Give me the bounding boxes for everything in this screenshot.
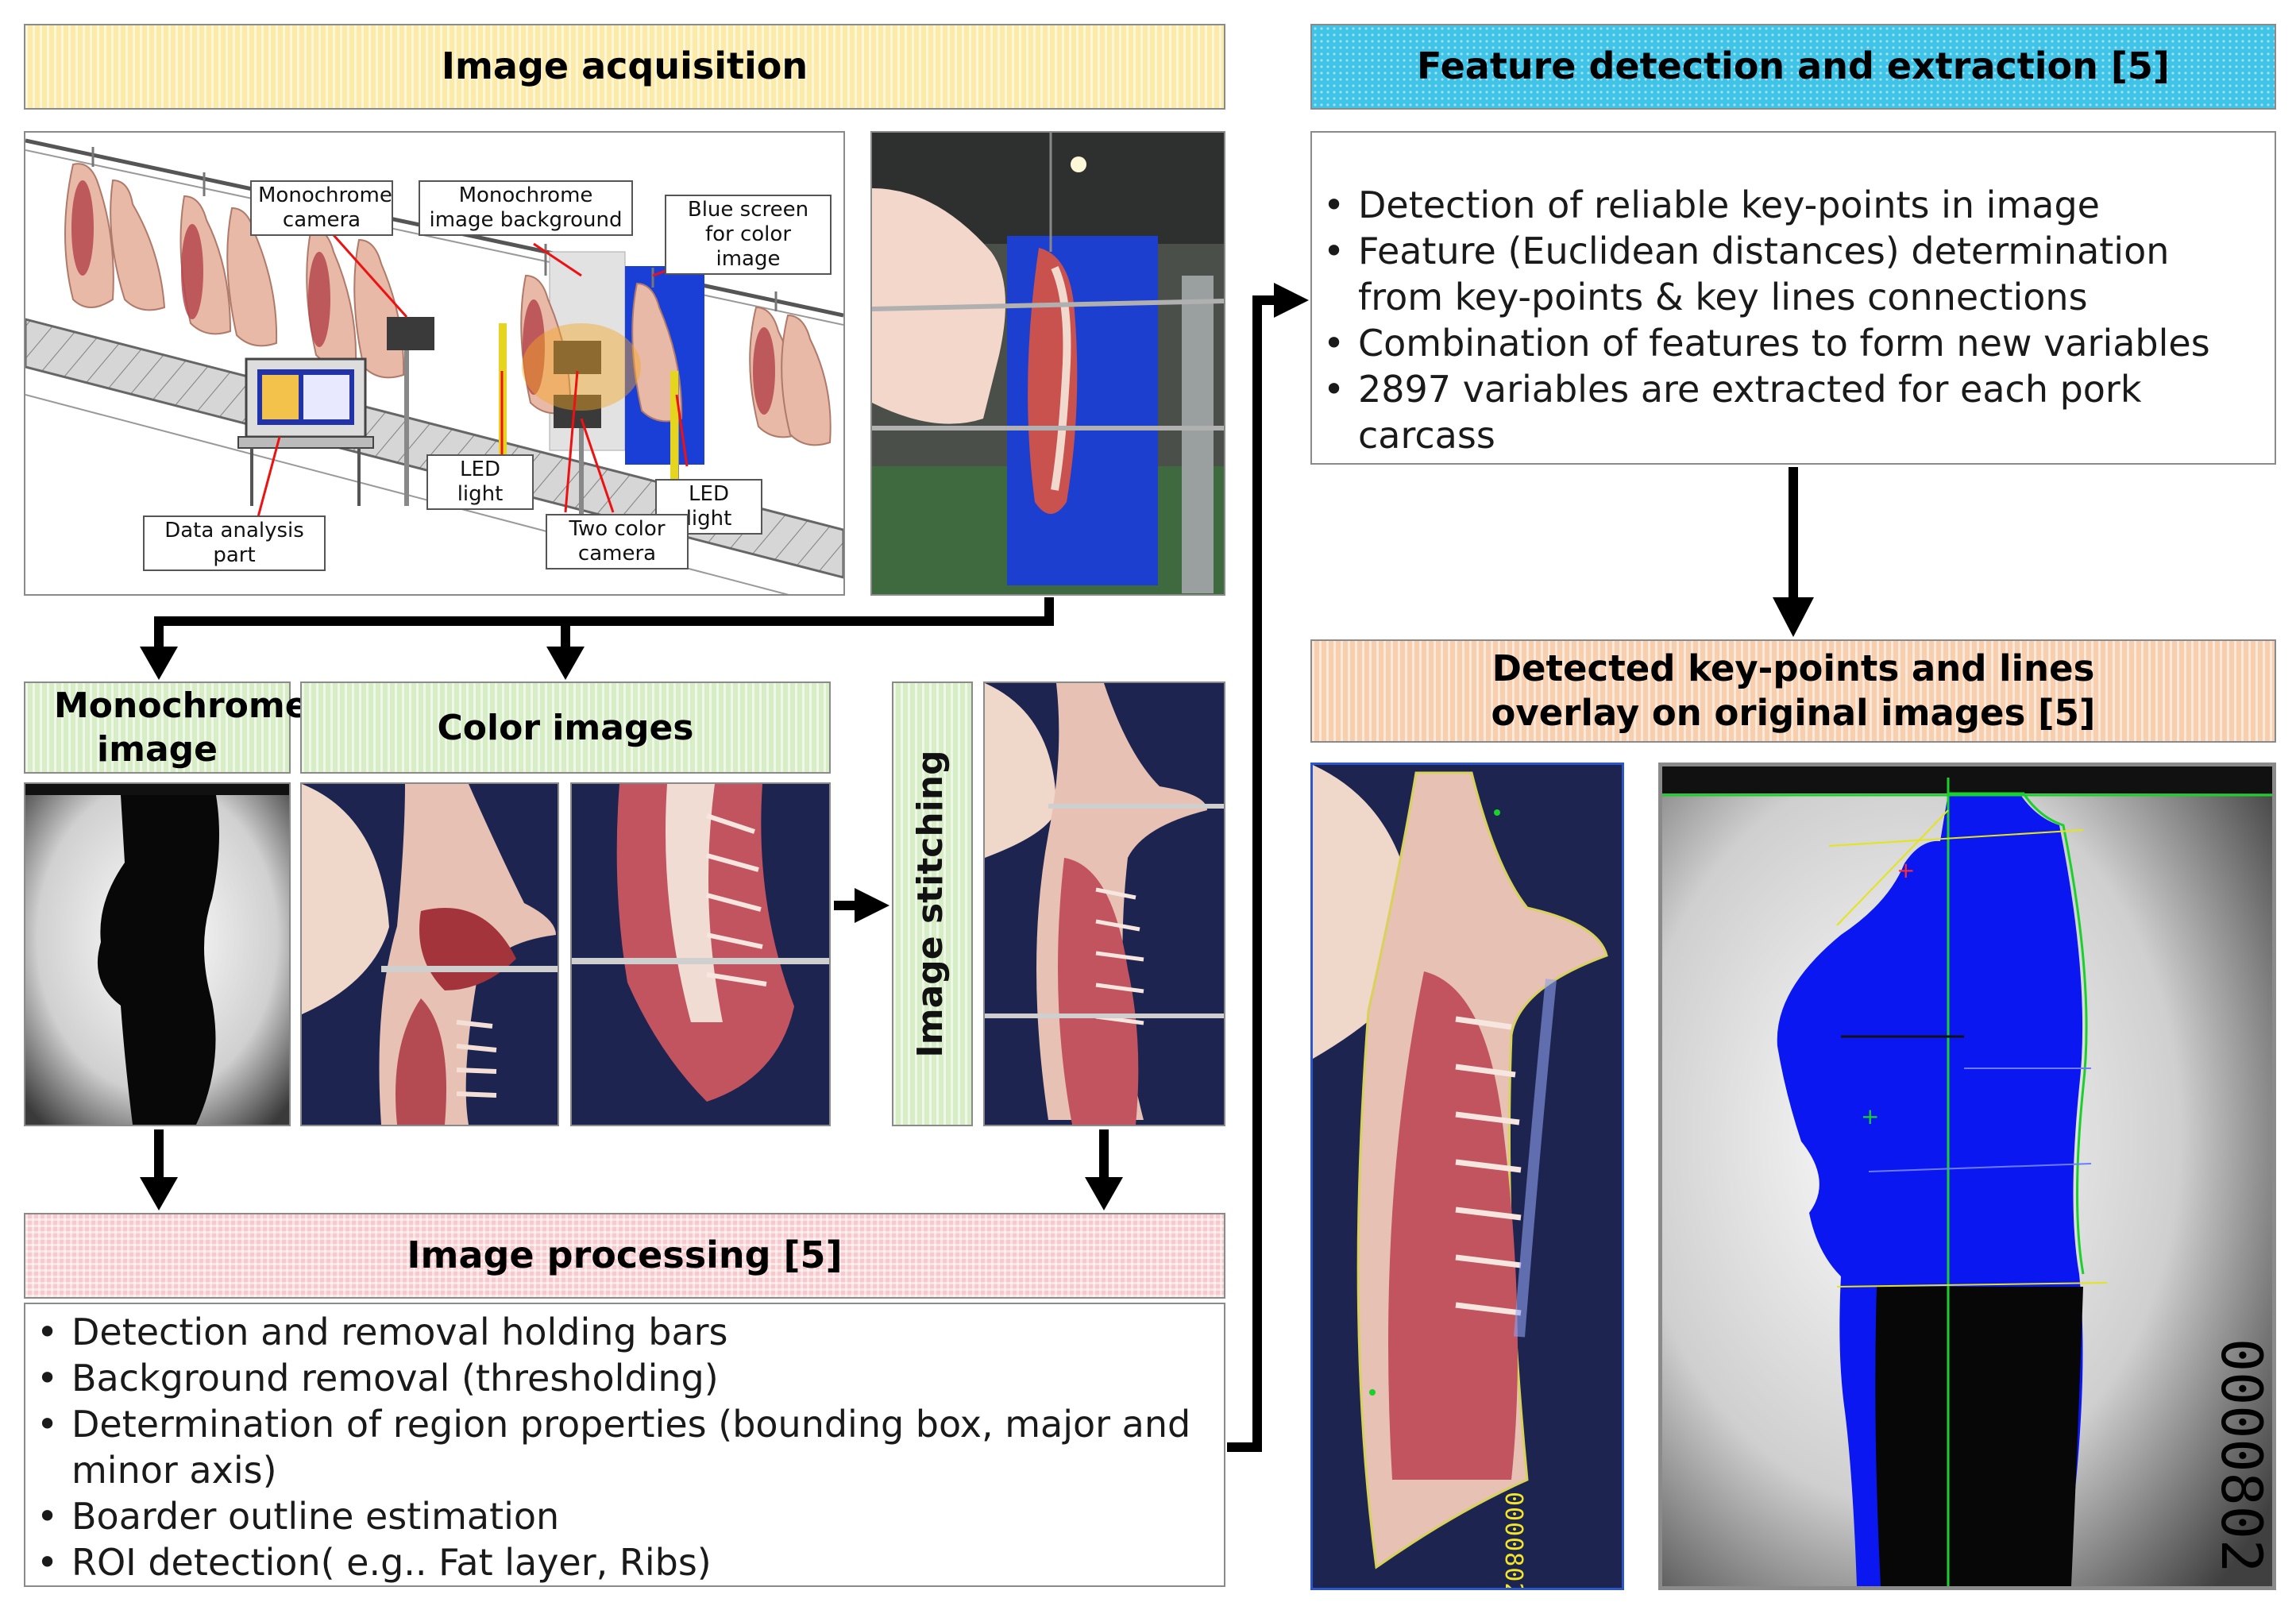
label-monochrome-background: Monochrome image background xyxy=(419,180,633,236)
processing-bullet: Background removal (thresholding) xyxy=(25,1355,1200,1401)
overlay-id-small: 0000802 xyxy=(1499,1492,1527,1590)
monochrome-image-title: Monochrome image xyxy=(54,685,309,770)
image-processing-box: Detection and removal holding bars Backg… xyxy=(24,1303,1225,1587)
overlay-monochrome-mask: + + 0000802 xyxy=(1658,763,2276,1590)
slaughterhouse-photo-illustration xyxy=(872,133,1224,594)
label-monochrome-camera: Monochrome camera xyxy=(250,180,393,236)
feature-detection-header: Feature detection and extraction [5] xyxy=(1310,24,2276,110)
slaughterhouse-photo xyxy=(870,131,1225,596)
feature-detection-box: Detection of reliable key-points in imag… xyxy=(1310,131,2276,465)
color-image-upper-illustration xyxy=(302,784,558,1125)
arrowhead-processing-left xyxy=(140,1177,178,1210)
arrowhead-mono xyxy=(140,647,178,680)
processing-bullet: Boarder outline estimation xyxy=(25,1493,1200,1539)
image-stitching-title: Image stitching xyxy=(910,750,951,1058)
arrowhead-color xyxy=(546,647,585,680)
color-images-title: Color images xyxy=(437,707,694,748)
arrowhead-stitching xyxy=(855,888,889,923)
arrowhead-processing-right xyxy=(1085,1177,1123,1210)
feature-bullet: 2897 variables are extracted for each po… xyxy=(1312,366,2259,458)
acquisition-schematic-illustration xyxy=(25,138,843,594)
monochrome-image-illustration xyxy=(25,784,289,1125)
stitched-image xyxy=(983,681,1225,1126)
overlay-title: Detected key-points and lines overlay on… xyxy=(1491,647,2096,734)
feature-bullet: Feature (Euclidean distances) determinat… xyxy=(1312,228,2259,320)
processing-bullet: ROI detection( e.g.. Fat layer, Ribs) xyxy=(25,1539,1200,1585)
color-image-upper xyxy=(300,782,559,1126)
image-processing-title: Image processing [5] xyxy=(407,1234,843,1277)
svg-text:+: + xyxy=(1861,1103,1879,1129)
processing-bullet: Determination of region properties (boun… xyxy=(25,1401,1200,1493)
monochrome-image-photo xyxy=(24,782,291,1126)
image-stitching-header xyxy=(892,681,973,1126)
image-processing-header: Image processing [5] xyxy=(24,1213,1225,1299)
overlay-id-large: 0000802 xyxy=(2209,1338,2274,1573)
acquisition-schematic-panel: Monochrome camera Monochrome image backg… xyxy=(24,131,845,596)
arrow-line-processing-to-feature xyxy=(1227,295,1277,1452)
overlay-color-carcass-illustration xyxy=(1313,765,1622,1588)
feature-detection-title: Feature detection and extraction [5] xyxy=(1417,44,2170,88)
feature-bullet: Combination of features to form new vari… xyxy=(1312,320,2259,366)
overlay-monochrome-mask-illustration: + + xyxy=(1662,766,2272,1586)
image-acquisition-title: Image acquisition xyxy=(441,44,808,88)
stitched-image-illustration xyxy=(985,683,1224,1125)
label-blue-screen: Blue screen for color image xyxy=(665,195,832,275)
label-data-analysis: Data analysis part xyxy=(143,515,326,571)
processing-bullet: Detection and removal holding bars xyxy=(25,1309,1200,1355)
arrowhead-overlay xyxy=(1773,597,1814,637)
processing-bullet-list: Detection and removal holding bars Backg… xyxy=(25,1309,1200,1585)
color-images-header: Color images xyxy=(300,681,831,774)
color-image-lower-illustration xyxy=(572,784,829,1125)
label-led-light-1: LED light xyxy=(426,454,534,510)
feature-bullet-list: Detection of reliable key-points in imag… xyxy=(1312,182,2259,458)
overlay-header: Detected key-points and lines overlay on… xyxy=(1310,639,2276,743)
arrow-line-photo-to-split xyxy=(154,597,1054,650)
arrowhead-feature xyxy=(1274,283,1309,318)
image-acquisition-header: Image acquisition xyxy=(24,24,1225,110)
monochrome-image-header: Monochrome image xyxy=(24,681,309,774)
label-two-color-camera: Two color camera xyxy=(546,514,689,569)
svg-text:+: + xyxy=(1897,857,1915,883)
overlay-color-carcass: 0000802 xyxy=(1310,763,1624,1590)
feature-bullet: Detection of reliable key-points in imag… xyxy=(1312,182,2259,228)
color-image-lower xyxy=(570,782,831,1126)
